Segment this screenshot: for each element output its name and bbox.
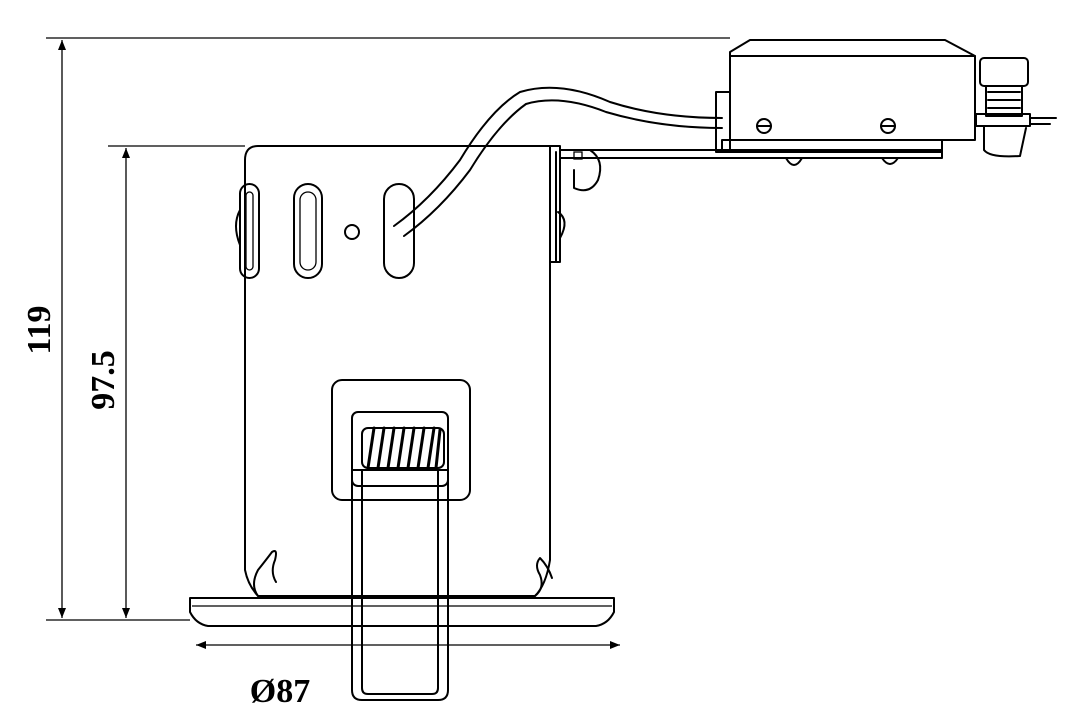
slot-right	[383, 183, 415, 279]
trim-ring	[189, 597, 615, 627]
terminal-thread	[987, 91, 1021, 109]
junction-box	[559, 39, 1057, 166]
bottom-hook-right	[534, 557, 553, 597]
clip-arm-outer	[351, 449, 449, 701]
terminal-cap	[979, 57, 1029, 87]
housing-body	[235, 145, 602, 597]
top-hook	[567, 149, 602, 192]
dimension-label-diameter: Ø87	[250, 673, 310, 710]
dimension-label-119: 119	[21, 305, 58, 354]
dimension-overall-height: 119	[21, 37, 730, 621]
spring-clip-assembly	[331, 379, 471, 701]
right-clip	[557, 211, 566, 239]
slot-left	[239, 183, 260, 279]
coil-turns	[366, 426, 442, 470]
cable	[393, 86, 723, 237]
terminal-bracket	[983, 125, 1027, 158]
screw-hole	[344, 224, 360, 240]
terminal-body	[985, 85, 1023, 117]
mounting-bar	[559, 149, 943, 159]
clip-arm-inner	[361, 469, 439, 695]
terminal-base	[975, 113, 1031, 127]
slot-left-inner	[245, 191, 254, 271]
dimension-diameter: Ø87	[196, 641, 620, 710]
cable-lower	[403, 99, 723, 237]
foot-right	[881, 157, 899, 165]
cable-upper	[393, 86, 723, 227]
trim-ring-outline	[189, 597, 615, 627]
left-clip	[235, 209, 241, 246]
dimension-body-height: 97.5	[85, 145, 245, 618]
slot-middle-inner	[299, 191, 317, 271]
dimension-label-97-5: 97.5	[85, 350, 122, 410]
terminal-pins	[1029, 117, 1057, 125]
cable-gland	[715, 91, 731, 153]
foot-left	[785, 157, 803, 166]
housing-outline	[244, 145, 551, 597]
spring-coil	[361, 426, 445, 470]
bottom-hook-left	[253, 550, 277, 597]
slot-middle	[293, 183, 323, 279]
spring-mount-plate	[331, 379, 471, 501]
